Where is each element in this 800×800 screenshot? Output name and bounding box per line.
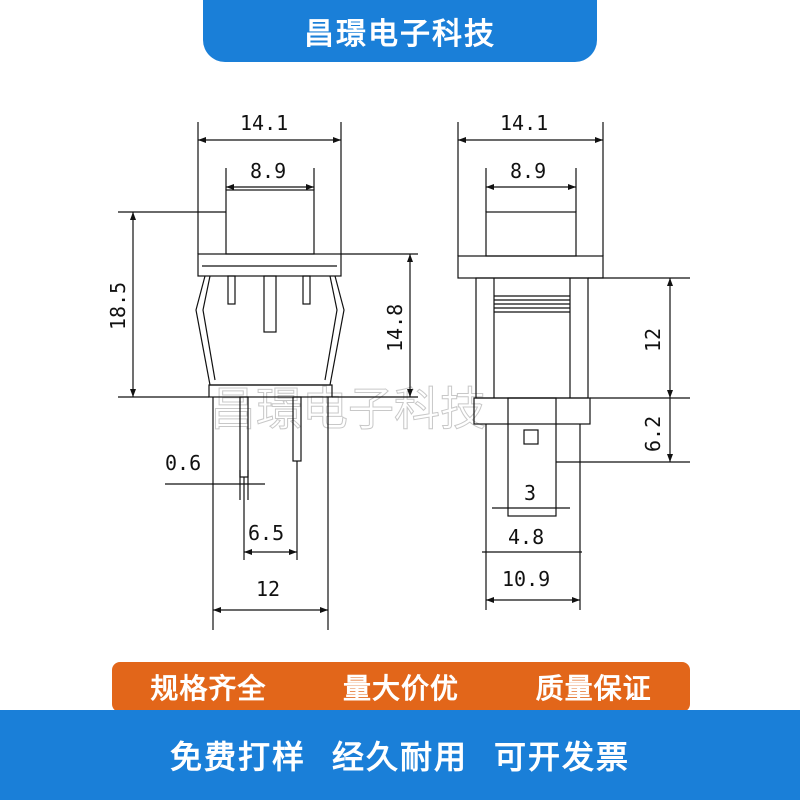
- technical-drawing: 昌璟电子科技: [106, 111, 690, 630]
- dim-left-pin-spacing: 6.5: [248, 521, 284, 545]
- footer-item: 可开发票: [494, 738, 631, 776]
- feature-item: 量大价优: [342, 672, 459, 705]
- footer-banner: 免费打样 经久耐用 可开发票: [0, 710, 800, 800]
- brand-title: 昌璟电子科技: [304, 17, 496, 52]
- dim-right-width-inner: 8.9: [510, 159, 546, 183]
- footer-item: 经久耐用: [331, 738, 468, 776]
- dim-right-width-top: 14.1: [500, 111, 548, 135]
- dim-right-slot-width: 3: [524, 481, 536, 505]
- footer-item: 免费打样: [169, 738, 306, 776]
- brand-banner: 昌璟电子科技: [203, 0, 597, 62]
- dim-left-width-bottom: 12: [256, 577, 280, 601]
- dim-left-height-total: 18.5: [106, 282, 130, 330]
- dim-right-pin-width: 4.8: [508, 525, 544, 549]
- dim-left-width-inner: 8.9: [250, 159, 286, 183]
- feature-bar: 规格齐全 量大价优 质量保证: [112, 662, 690, 712]
- watermark-text: 昌璟电子科技: [210, 382, 486, 436]
- feature-item: 规格齐全: [150, 672, 267, 705]
- dim-right-width-bottom: 10.9: [502, 567, 550, 591]
- dim-left-height-body: 14.8: [383, 304, 407, 352]
- feature-item: 质量保证: [535, 672, 652, 705]
- dim-left-pin-thickness: 0.6: [165, 451, 201, 475]
- dim-right-height-body: 12: [641, 328, 665, 352]
- dim-right-pin-length: 6.2: [641, 416, 665, 452]
- dim-left-width-top: 14.1: [240, 111, 288, 135]
